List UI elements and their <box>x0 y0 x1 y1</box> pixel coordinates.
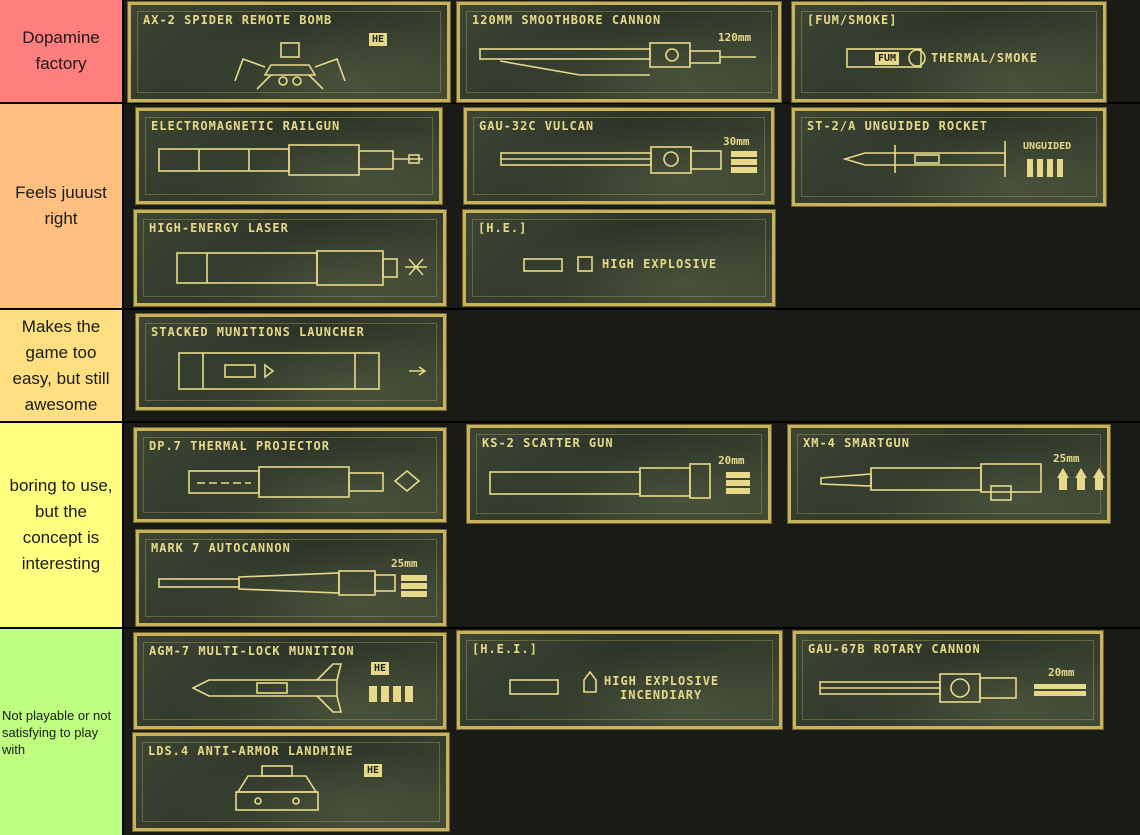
card-title: LDS.4 Anti-Armor Landmine <box>148 744 354 758</box>
weapon-card-multi-lock[interactable]: AGM-7 Multi-Lock Munition HE <box>133 632 447 730</box>
he-badge: HE <box>364 764 383 777</box>
he-round-icon <box>523 256 593 272</box>
weapon-card-vulcan[interactable]: GAU-32C Vulcan 30mm <box>463 107 775 205</box>
weapon-card-landmine[interactable]: LDS.4 Anti-Armor Landmine HE <box>132 732 450 832</box>
card-title: ST-2/A Unguided Rocket <box>807 119 988 133</box>
caliber-label: 25mm <box>391 557 418 570</box>
card-title: High-Energy Laser <box>149 221 289 235</box>
ammo-type-label-1: HIGH EXPLOSIVE <box>604 674 720 688</box>
card-title: [FUM/SMOKE] <box>807 13 898 27</box>
card-title: KS-2 Scatter Gun <box>482 436 614 450</box>
weapon-card-laser[interactable]: High-Energy Laser <box>133 209 447 307</box>
smartgun-icon <box>820 463 1105 501</box>
tier-row-c: boring to use, but the concept is intere… <box>0 423 1140 629</box>
card-title: [H.E.I.] <box>472 642 538 656</box>
caliber-label: 120mm <box>718 31 752 44</box>
weapon-card-rocket[interactable]: ST-2/A Unguided Rocket UNGUIDED <box>791 107 1107 207</box>
tier-row-b: Makes the game too easy, but still aweso… <box>0 310 1140 423</box>
ammo-type-label: HIGH EXPLOSIVE <box>602 257 718 271</box>
weapon-card-rotary[interactable]: GAU-67B Rotary Cannon 20mm <box>792 630 1104 730</box>
rocket-icon <box>842 141 1063 177</box>
he-badge: HE <box>369 33 388 46</box>
ammo-tag: FUM <box>875 52 900 65</box>
card-title: Electromagnetic Railgun <box>151 119 341 133</box>
rotary-cannon-icon <box>819 673 1086 703</box>
tier-row-d: Not playable or not satisfying to play w… <box>0 629 1140 835</box>
weapon-card-smoothbore[interactable]: 120mm Smoothbore Cannon 120mm <box>456 1 782 103</box>
weapon-card-autocannon[interactable]: Mark 7 Autocannon 25mm <box>135 529 447 627</box>
caliber-label: 25mm <box>1053 452 1080 465</box>
tier-label: Makes the game too easy, but still aweso… <box>0 310 124 421</box>
tier-row-a: Feels juuust right <box>0 104 1140 310</box>
weapon-card-he[interactable]: [H.E.] HIGH EXPLOSIVE <box>462 209 776 307</box>
railgun-icon <box>158 144 423 176</box>
caliber-label: 30mm <box>723 135 750 148</box>
tier-label: Not playable or not satisfying to play w… <box>0 629 124 835</box>
tier-label: Feels juuust right <box>0 104 124 308</box>
weapon-card-thermal-projector[interactable]: DP.7 Thermal Projector <box>133 427 447 523</box>
spider-bomb-icon <box>234 42 346 90</box>
weapon-card-railgun[interactable]: Electromagnetic Railgun <box>135 107 443 205</box>
card-title: DP.7 Thermal Projector <box>149 439 330 453</box>
weapon-card-stacked-munitions[interactable]: Stacked Munitions Launcher <box>135 313 447 411</box>
card-title: GAU-32C Vulcan <box>479 119 595 133</box>
card-title: Stacked Munitions Launcher <box>151 325 365 339</box>
scatter-gun-icon <box>489 463 750 499</box>
tier-label: Dopamine factory <box>0 0 124 102</box>
missile-icon <box>191 663 413 713</box>
card-title: XM-4 Smartgun <box>803 436 910 450</box>
weapon-card-smartgun[interactable]: XM-4 Smartgun 25mm <box>787 424 1111 524</box>
guidance-label: UNGUIDED <box>1023 141 1072 152</box>
hei-round-icon <box>509 670 597 695</box>
caliber-label: 20mm <box>718 454 745 467</box>
weapon-card-hei[interactable]: [H.E.I.] HIGH EXPLOSIVE INCENDIARY <box>456 630 783 730</box>
he-badge: HE <box>371 662 390 675</box>
card-title: Mark 7 Autocannon <box>151 541 291 555</box>
ammo-type-label-2: INCENDIARY <box>620 688 703 702</box>
laser-icon <box>176 250 427 286</box>
tier-label: boring to use, but the concept is intere… <box>0 423 124 627</box>
card-title: AGM-7 Multi-Lock Munition <box>149 644 355 658</box>
weapon-card-spider-bomb[interactable]: AX-2 Spider Remote Bomb HE <box>127 1 451 103</box>
weapon-card-fum-smoke[interactable]: [FUM/SMOKE] FUM THERMAL/SMOKE <box>791 1 1107 103</box>
card-title: GAU-67B Rotary Cannon <box>808 642 981 656</box>
card-title: [H.E.] <box>478 221 528 235</box>
landmine-icon <box>235 765 319 811</box>
cannon-icon <box>479 42 756 76</box>
vulcan-icon <box>500 146 757 174</box>
tier-row-s: Dopamine factory <box>0 0 1140 104</box>
launcher-icon <box>178 352 427 390</box>
caliber-label: 20mm <box>1048 666 1075 679</box>
autocannon-icon <box>158 570 427 597</box>
thermal-projector-icon <box>188 466 421 498</box>
weapon-card-scatter-gun[interactable]: KS-2 Scatter Gun 20mm <box>466 424 772 524</box>
card-title: AX-2 Spider Remote Bomb <box>143 13 333 27</box>
smoke-round-icon <box>846 48 926 68</box>
ammo-type-label: THERMAL/SMOKE <box>931 51 1038 65</box>
card-title: 120mm Smoothbore Cannon <box>472 13 662 27</box>
